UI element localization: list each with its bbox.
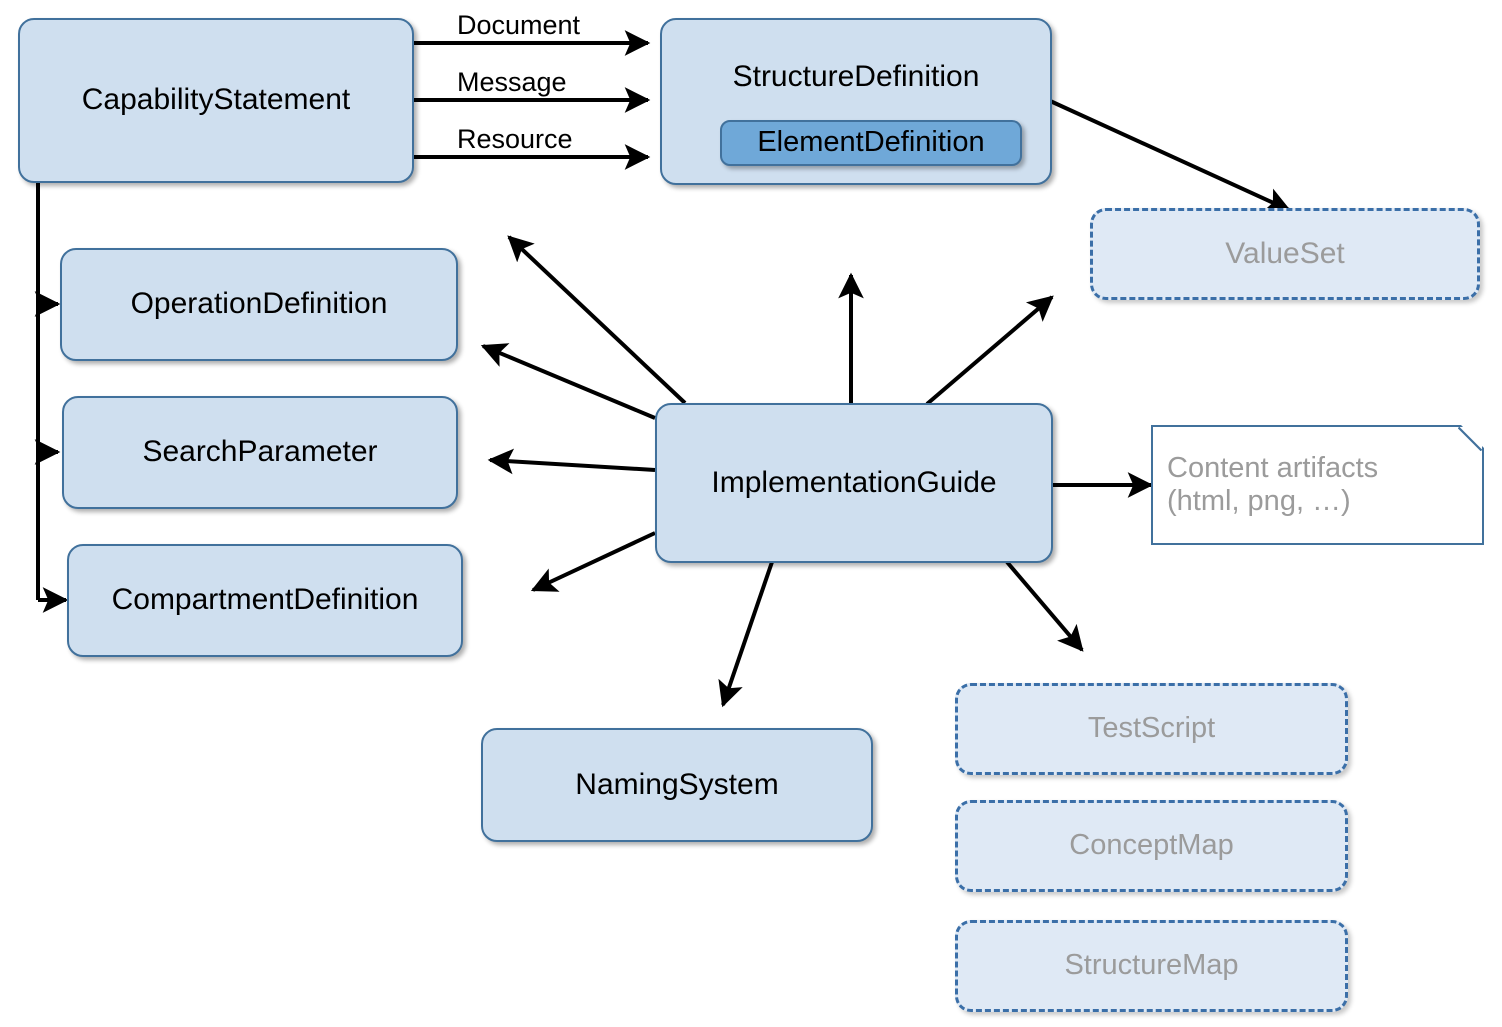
node-value-set[interactable]: ValueSet: [1090, 208, 1480, 300]
node-compartment-definition[interactable]: CompartmentDefinition: [67, 544, 463, 657]
node-search-parameter-label: SearchParameter: [142, 435, 378, 469]
edge-structure-to-valueset: [1047, 98, 1292, 212]
node-implementation-guide-label: ImplementationGuide: [711, 465, 997, 499]
node-concept-map[interactable]: ConceptMap: [955, 800, 1348, 892]
edge-label-message: Message: [457, 67, 567, 97]
node-implementation-guide[interactable]: ImplementationGuide: [655, 403, 1053, 563]
node-capability-statement[interactable]: CapabilityStatement: [18, 18, 414, 183]
edge-label-document: Document: [457, 10, 581, 40]
note-fold-corner-icon: [1458, 427, 1482, 451]
node-concept-map-label: ConceptMap: [1069, 829, 1234, 862]
edge-ig-to-capability-statement: [480, 343, 656, 420]
node-content-artifacts-line2: (html, png, …): [1167, 485, 1351, 517]
node-test-script[interactable]: TestScript: [955, 683, 1348, 775]
edge-ig-to-search-parameter: [487, 448, 656, 475]
edge-ig-to-structure-definition: [507, 235, 687, 405]
node-compartment-definition-label: CompartmentDefinition: [111, 583, 419, 617]
node-operation-definition[interactable]: OperationDefinition: [60, 248, 458, 361]
node-operation-definition-label: OperationDefinition: [130, 287, 388, 321]
edge-ig-to-naming-system: [718, 561, 774, 708]
node-search-parameter[interactable]: SearchParameter: [62, 396, 458, 509]
node-element-definition-label: ElementDefinition: [757, 126, 985, 159]
edge-ig-to-test-script: [1005, 560, 1084, 652]
node-naming-system[interactable]: NamingSystem: [481, 728, 873, 842]
node-element-definition[interactable]: ElementDefinition: [720, 120, 1022, 166]
edge-ig-to-compartment-definition: [530, 531, 656, 592]
node-value-set-label: ValueSet: [1225, 236, 1345, 270]
node-capability-statement-label: CapabilityStatement: [81, 83, 351, 117]
node-naming-system-label: NamingSystem: [575, 767, 779, 801]
node-structure-definition-label: StructureDefinition: [732, 60, 980, 93]
node-structure-map[interactable]: StructureMap: [955, 920, 1348, 1012]
node-test-script-label: TestScript: [1087, 712, 1216, 745]
edge-label-resource: Resource: [457, 124, 573, 154]
node-structure-map-label: StructureMap: [1064, 949, 1239, 982]
edge-ig-to-valueset: [925, 295, 1054, 406]
node-content-artifacts[interactable]: Content artifacts (html, png, …): [1151, 425, 1484, 545]
node-content-artifacts-line1: Content artifacts: [1167, 451, 1379, 484]
